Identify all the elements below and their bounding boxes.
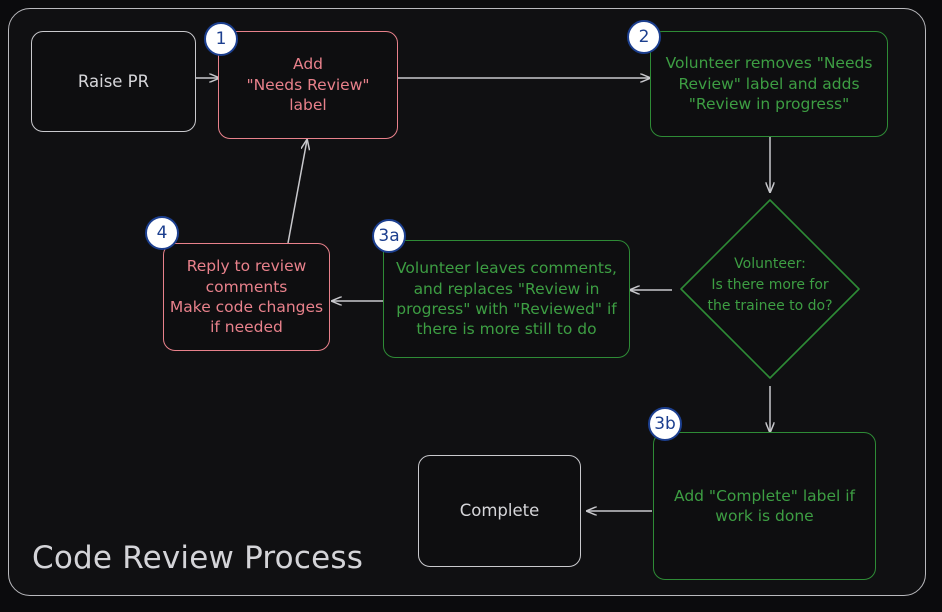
node-volunteer-removes[interactable]: Volunteer removes "Needs Review" label a… xyxy=(650,31,888,137)
badge-step-3b: 3b xyxy=(648,407,682,441)
node-volunteer-leaves-comments-label: Volunteer leaves comments, and replaces … xyxy=(396,259,617,339)
badge-step-1: 1 xyxy=(204,22,238,56)
node-add-needs-review-label: Add "Needs Review" label xyxy=(246,55,370,115)
badge-step-2: 2 xyxy=(627,20,661,54)
node-raise-pr[interactable]: Raise PR xyxy=(31,31,196,132)
node-reply-to-review[interactable]: Reply to review comments Make code chang… xyxy=(163,243,330,351)
node-volunteer-decision[interactable]: Volunteer: Is there more for the trainee… xyxy=(677,196,863,382)
node-raise-pr-label: Raise PR xyxy=(77,71,150,91)
node-complete-label: Complete xyxy=(459,501,540,521)
node-add-needs-review[interactable]: Add "Needs Review" label xyxy=(218,31,398,139)
node-reply-to-review-label: Reply to review comments Make code chang… xyxy=(169,257,324,337)
node-add-complete-label[interactable]: Add "Complete" label if work is done xyxy=(653,432,876,580)
node-volunteer-removes-label: Volunteer removes "Needs Review" label a… xyxy=(665,54,873,114)
node-volunteer-leaves-comments[interactable]: Volunteer leaves comments, and replaces … xyxy=(383,240,630,358)
diamond-shape xyxy=(680,199,860,379)
badge-step-4: 4 xyxy=(145,216,179,250)
node-complete[interactable]: Complete xyxy=(418,455,581,567)
node-volunteer-decision-label: Volunteer: Is there more for the trainee… xyxy=(707,256,833,314)
diagram-title: Code Review Process xyxy=(32,540,364,576)
badge-step-3a: 3a xyxy=(372,219,406,253)
node-add-complete-label-text: Add "Complete" label if work is done xyxy=(674,486,855,525)
